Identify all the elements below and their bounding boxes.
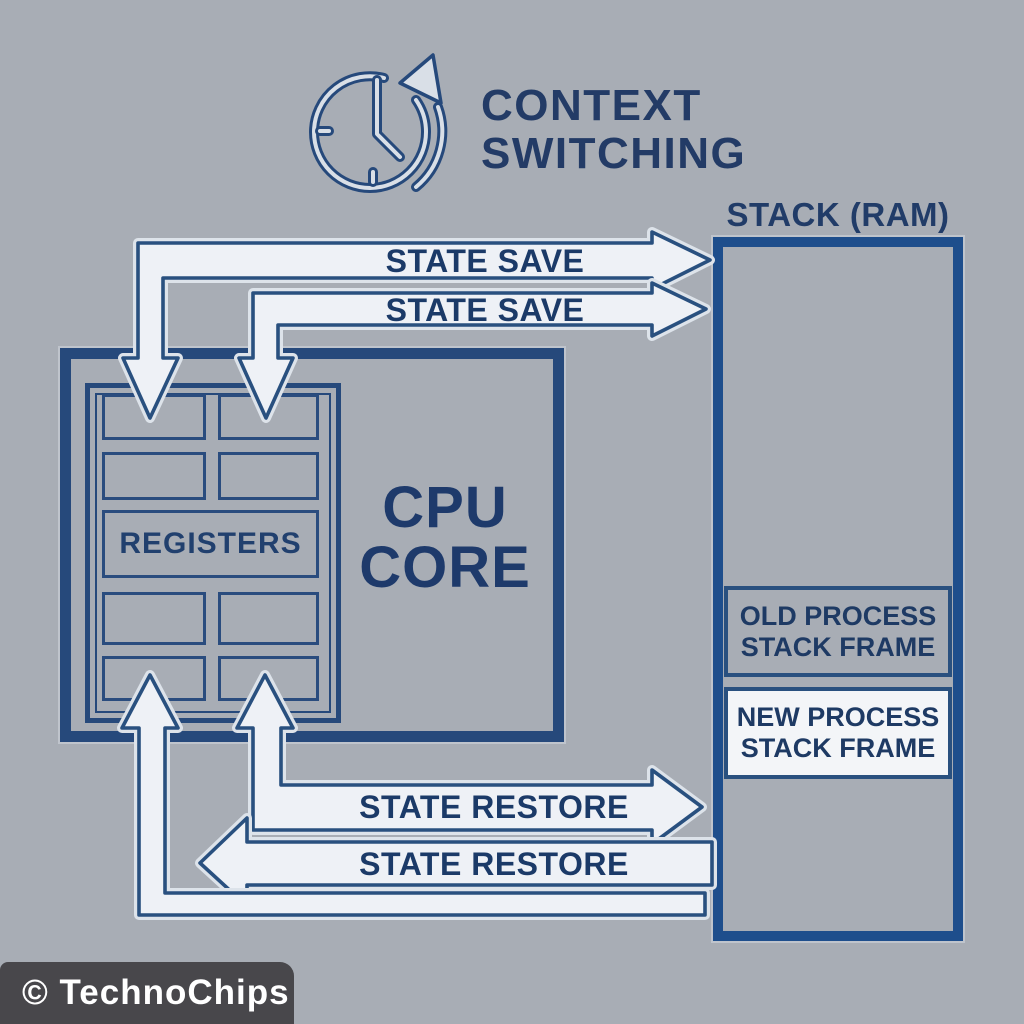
old-process-stack-frame: OLD PROCESS STACK FRAME [724, 586, 952, 677]
cpu-label-line-2: CORE [359, 535, 531, 600]
watermark-badge: © TechnoChips [0, 962, 294, 1024]
old-frame-line-2: STACK FRAME [740, 631, 936, 662]
new-frame-line-1: NEW PROCESS [736, 702, 940, 732]
registers-label: REGISTERS [119, 527, 302, 560]
cpu-core-label: CPU CORE [340, 478, 550, 598]
state-restore-label-top: STATE RESTORE [359, 789, 629, 825]
state-save-label-bottom: STATE SAVE [385, 292, 585, 328]
new-process-stack-frame: NEW PROCESS STACK FRAME [724, 687, 952, 779]
register-cell [102, 394, 206, 440]
register-cell [218, 656, 319, 701]
new-frame-line-2: STACK FRAME [740, 733, 936, 763]
clock-history-icon [309, 53, 448, 193]
old-frame-line-1: OLD PROCESS [739, 600, 937, 631]
stack-ram-label: STACK (RAM) [726, 196, 950, 233]
title-line-1: CONTEXT [481, 81, 702, 130]
stack-ram-box: OLD PROCESS STACK FRAME NEW PROCESS STAC… [713, 237, 963, 941]
registers-label-cell: REGISTERS [102, 510, 319, 578]
register-cell [102, 656, 206, 701]
state-restore-label-bottom: STATE RESTORE [359, 846, 629, 882]
register-cell [218, 394, 319, 440]
watermark-text: © TechnoChips [22, 973, 290, 1012]
register-cell [102, 592, 206, 645]
page-title: CONTEXT SWITCHING [481, 82, 811, 178]
state-save-label-top: STATE SAVE [385, 243, 585, 279]
cpu-label-line-1: CPU [382, 475, 508, 540]
register-cell [102, 452, 206, 500]
title-line-2: SWITCHING [481, 129, 747, 178]
register-cell [218, 452, 319, 500]
register-cell [218, 592, 319, 645]
